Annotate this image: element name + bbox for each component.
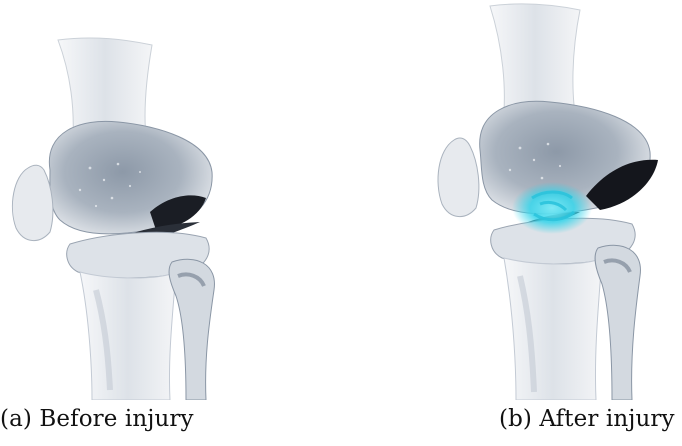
knee-healthy-illustration (0, 0, 260, 400)
caption-after-injury: (b) After injury (499, 406, 675, 432)
fibula (595, 245, 640, 400)
figure-panel-b: (b) After injury (410, 0, 682, 446)
knee-injured-illustration (410, 0, 682, 400)
injury-highlight (512, 182, 592, 234)
figure-panel-a: (a) Before injury (0, 0, 260, 446)
fibula (169, 259, 214, 400)
patella (12, 165, 52, 240)
caption-before-injury: (a) Before injury (0, 406, 194, 432)
patella (438, 138, 479, 217)
